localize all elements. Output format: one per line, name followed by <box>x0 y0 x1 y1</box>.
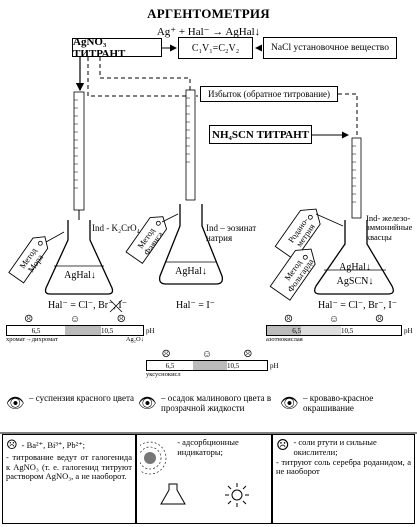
volhard-ions: - соли ртути и сильные окислители; <box>293 437 377 457</box>
flask-icon <box>159 483 186 505</box>
ph-middle-label: уксуснокисл <box>146 371 181 378</box>
sad-face-icon: ☹ <box>375 314 384 325</box>
observation-volhard-text: – кроваво-красное окрашивание <box>303 393 374 413</box>
ph-left-label-1: хромат→дихромат <box>6 336 58 343</box>
ph-scale-mohr: ☹ ☺ ☹ 6,5 10,5 pH хромат→дихромат Ag₂O↓ <box>6 314 156 343</box>
sad-face-icon: ☹ <box>6 437 18 452</box>
ph-right-unit: pH <box>404 326 413 335</box>
ph-left-label-2: Ag₂O↓ <box>125 336 144 343</box>
ph-right-label: азотнокислая <box>266 336 303 343</box>
ph-left-value-1: 6,5 <box>7 326 65 335</box>
sad-face-icon: ☹ <box>161 349 171 360</box>
sad-face-icon: ☹ <box>283 314 293 325</box>
volhard-indicator: Ind- железо- аммонийные квасцы <box>366 213 413 242</box>
sad-face-icon: ☹ <box>116 314 126 325</box>
fajans-halides: Hal⁻ = I⁻ <box>176 300 215 311</box>
sad-face-icon: ☹ <box>243 349 253 360</box>
ph-left-value-2: 10,5 <box>101 326 143 335</box>
fajans-note: - адсорбционные индикаторы; <box>177 437 239 457</box>
mohr-halides: Hal⁻ = Cl⁻, Br⁻, I⁻ <box>48 300 127 311</box>
ph-right-value-2: 10,5 <box>341 326 401 335</box>
fajans-limitations: - адсорбционные индикаторы; <box>136 434 272 524</box>
volhard-precipitate-2: AgSCN↓ <box>336 276 374 287</box>
observation-fajans: 👁 – осадок малинового цвета в прозрачной… <box>138 393 280 414</box>
observation-fajans-text: – осадок малинового цвета в прозрачной ж… <box>161 393 272 413</box>
sad-face-icon: ☹ <box>24 314 34 325</box>
excess-box: Избыток (обратное титрование) <box>200 86 338 102</box>
sun-icon <box>224 483 249 507</box>
ph-right-value-1: 6,5 <box>267 326 301 335</box>
ph-left-unit: pH <box>146 326 155 335</box>
mohr-indicator: Ind - K₂CrO₄ <box>92 223 140 233</box>
reaction-equation: Ag⁺ + Hal⁻ → AgHal↓ <box>156 26 261 38</box>
observation-mohr: 👁 – суспензия красного цвета <box>6 393 136 413</box>
observation-mohr-text: – суспензия красного цвета <box>29 393 134 403</box>
fajans-precipitate: AgHal↓ <box>175 266 207 277</box>
observation-volhard: 👁 – кроваво-красное окрашивание <box>280 393 414 414</box>
mohr-limitations: ☹ - Ba²⁺, Bi³⁺, Pb²⁺; - титрование ведут… <box>2 434 136 524</box>
ph-middle-value-2: 10,5 <box>227 361 267 370</box>
eye-icon: 👁 <box>280 396 300 412</box>
formula-box: C₁V₁=C₂V₂ <box>178 37 253 59</box>
mohr-ions: - Ba²⁺, Bi³⁺, Pb²⁺; <box>21 439 86 450</box>
eye-icon: 👁 <box>138 396 158 412</box>
ph-middle-unit: pH <box>270 361 279 370</box>
smile-face-icon: ☺ <box>201 349 213 360</box>
page-title: АРГЕНТОМЕТРИЯ <box>147 6 270 21</box>
mohr-precipitate: AgHal↓ <box>64 270 96 281</box>
nh4scn-titrant-box: NH₄SCN ТИТРАНТ <box>209 125 312 144</box>
adsorption-indicator-icon <box>140 441 167 475</box>
volhard-halides: Hal⁻ = Cl⁻, Br⁻, I⁻ <box>318 300 397 311</box>
nacl-box: NaCl установочное вещество <box>263 37 397 59</box>
ph-scale-volhard: ☹ ☺ ☹ 6,5 10,5 pH азотнокислая <box>266 314 416 343</box>
volhard-limitations: ☹ - соли ртути и сильные окислители; - т… <box>272 434 415 524</box>
smile-face-icon: ☺ <box>328 314 340 325</box>
interferences-table: ☹ - Ba²⁺, Bi³⁺, Pb²⁺; - титрование ведут… <box>2 434 415 524</box>
ph-scale-fajans: ☹ ☺ ☹ 6,5 10,5 pH уксуснокисл <box>146 349 286 378</box>
mohr-note: - титрование ведут от галогенида к AgNO₃… <box>6 451 132 482</box>
eye-icon: 👁 <box>6 396 26 412</box>
ph-middle-value-1: 6,5 <box>147 361 193 370</box>
volhard-precipitate-1: AgHal↓ <box>339 262 371 273</box>
smile-face-icon: ☺ <box>69 314 81 325</box>
fajans-indicator: Ind – эозинат натрия <box>206 223 257 243</box>
volhard-note: - титруют соль серебра роданидом, а не н… <box>276 456 411 477</box>
agno3-titrant-box: AgNO₃ ТИТРАНТ <box>72 36 162 60</box>
sad-face-icon: ☹ <box>276 438 290 454</box>
